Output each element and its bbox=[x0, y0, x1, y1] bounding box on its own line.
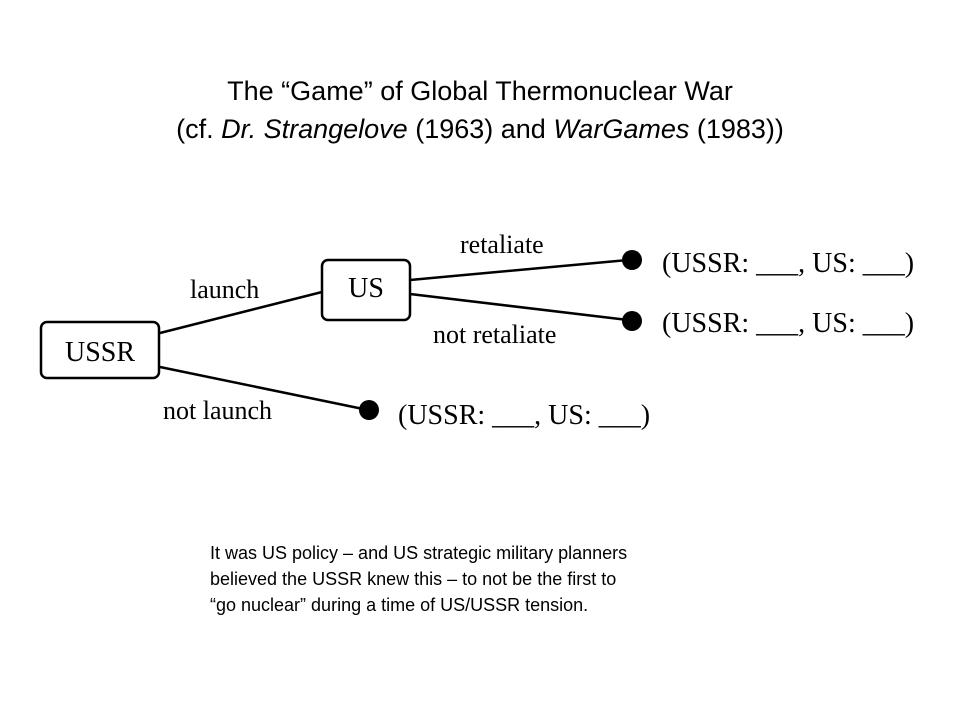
payoff-not-launch: (USSR: ___, US: ___) bbox=[398, 400, 650, 431]
slide-title: The “Game” of Global Thermonuclear War (… bbox=[0, 72, 960, 148]
edge-retaliate bbox=[409, 258, 629, 282]
film-dr-strangelove: Dr. Strangelove bbox=[221, 114, 408, 144]
edge-not-launch bbox=[159, 365, 369, 412]
title-line-2: (cf. Dr. Strangelove (1963) and WarGames… bbox=[0, 110, 960, 148]
edge-label-retaliate: retaliate bbox=[460, 230, 544, 259]
policy-note: It was US policy – and US strategic mili… bbox=[210, 540, 810, 618]
edge-not-retaliate bbox=[409, 292, 629, 322]
terminal-node-not-retaliate bbox=[622, 311, 642, 331]
policy-note-line-3: “go nuclear” during a time of US/USSR te… bbox=[210, 595, 589, 615]
payoff-retaliate: (USSR: ___, US: ___) bbox=[662, 248, 914, 279]
film-wargames: WarGames bbox=[553, 114, 690, 144]
title-mid: (1963) and bbox=[407, 114, 554, 144]
node-us-label: US bbox=[348, 273, 384, 304]
edge-label-not-retaliate: not retaliate bbox=[433, 320, 556, 349]
title-suffix: (1983)) bbox=[689, 114, 784, 144]
node-ussr-label: USSR bbox=[65, 337, 135, 368]
terminal-node-not-launch bbox=[359, 400, 379, 420]
node-ussr: USSR bbox=[39, 320, 161, 380]
edge-label-launch: launch bbox=[190, 275, 259, 304]
policy-note-line-2: believed the USSR knew this – to not be … bbox=[210, 569, 617, 589]
node-us: US bbox=[320, 258, 412, 322]
edge-label-not-launch: not launch bbox=[163, 396, 272, 425]
payoff-not-retaliate: (USSR: ___, US: ___) bbox=[662, 308, 914, 339]
terminal-node-retaliate bbox=[622, 250, 642, 270]
title-prefix: (cf. bbox=[176, 114, 222, 144]
edge-launch bbox=[159, 290, 323, 335]
title-line-1: The “Game” of Global Thermonuclear War bbox=[227, 76, 733, 106]
policy-note-line-1: It was US policy – and US strategic mili… bbox=[210, 543, 628, 563]
